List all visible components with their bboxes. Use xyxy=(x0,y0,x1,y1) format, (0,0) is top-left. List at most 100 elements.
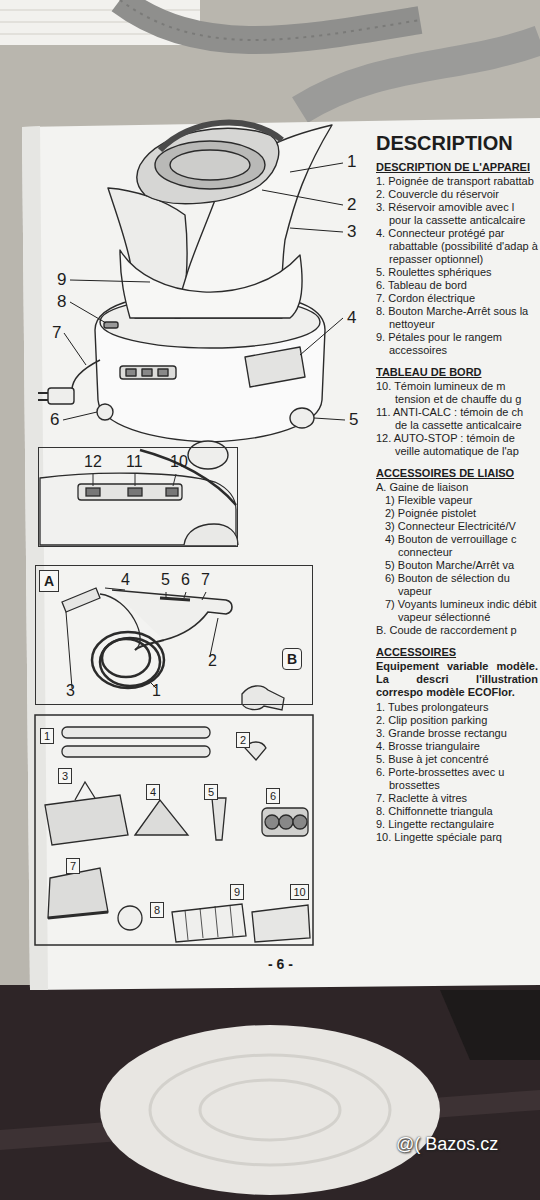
callout-number: 8 xyxy=(57,293,66,311)
legend-item: 3) Connecteur Electricité/V xyxy=(376,520,538,533)
accessories-panel xyxy=(35,715,313,945)
dashboard-detail-part xyxy=(86,488,100,496)
callout-number: 1 xyxy=(44,730,50,742)
legend-item: 1. Poignée de transport rabattab xyxy=(376,175,538,188)
legend-item: 1) Flexible vapeur xyxy=(376,494,538,507)
hose-detail xyxy=(62,588,284,710)
page-title: DESCRIPTION xyxy=(376,131,538,155)
figure-panel: 121110 xyxy=(38,447,238,547)
leader-lines-part xyxy=(70,280,150,282)
steam-cleaner-drawing-part xyxy=(142,369,152,376)
note-paragraph: Equipement variable modèle. La descri l'… xyxy=(376,660,538,699)
steam-cleaner-drawing-part xyxy=(290,408,314,428)
background-part xyxy=(120,0,420,40)
steam-cleaner-drawing-part xyxy=(97,404,113,420)
legend-item: 5. Roulettes sphériques xyxy=(376,266,538,279)
legend-item: 7) Voyants lumineux indic débit vapeur s… xyxy=(376,598,538,624)
accessories-panel-part xyxy=(35,715,313,945)
leader-lines-part xyxy=(314,418,345,420)
leader-lines-part xyxy=(290,228,343,232)
dashboard-detail xyxy=(40,450,238,545)
steam-cleaner-drawing-part xyxy=(137,128,279,203)
legend-item: 1. Tubes prolongateurs xyxy=(376,701,538,714)
steam-cleaner-drawing-part xyxy=(245,347,305,387)
legend-item: 4. Brosse triangulaire xyxy=(376,740,538,753)
steam-cleaner-drawing-part xyxy=(104,322,118,328)
leader-lines-part xyxy=(64,333,86,365)
callout-number: 10 xyxy=(293,886,305,898)
callout-number: B xyxy=(287,651,297,667)
accessory-number-box: 8 xyxy=(150,902,164,918)
steam-cleaner-drawing-part xyxy=(155,141,265,189)
section-heading: ACCESSOIRES DE LIAISO xyxy=(376,467,538,480)
page-number: - 6 - xyxy=(268,956,293,972)
accessory-number-box: 4 xyxy=(146,784,160,800)
legend-item: 6. Porte-brossettes avec u brossettes xyxy=(376,766,538,792)
hose-detail-part xyxy=(112,590,232,640)
accessories-panel-part xyxy=(118,906,142,930)
callout-number: 3 xyxy=(62,770,68,782)
accessories-panel-part xyxy=(212,798,226,840)
leader-lines-part xyxy=(70,302,106,323)
callout-number: 1 xyxy=(152,682,161,700)
legend-item: 7. Cordon électrique xyxy=(376,292,538,305)
hose-detail-part xyxy=(135,640,164,650)
legend-item: 7. Raclette à vitres xyxy=(376,792,538,805)
section-heading: ACCESSOIRES xyxy=(376,646,538,659)
callout-number: A xyxy=(44,573,54,589)
dashboard-detail-part xyxy=(78,484,182,500)
section-heading: DESCRIPTION DE L'APPAREI xyxy=(376,161,538,174)
legend-item: 5. Buse à jet concentré xyxy=(376,753,538,766)
steam-cleaner-drawing-part xyxy=(188,441,228,469)
steam-cleaner-drawing-part xyxy=(38,393,48,400)
figure-panel: AB4567231 xyxy=(35,565,313,705)
legend-item: 6) Bouton de sélection du vapeur xyxy=(376,572,538,598)
callout-number: 5 xyxy=(161,571,170,589)
legend-item: 12. AUTO-STOP : témoin de veille automat… xyxy=(376,432,538,458)
legend-item: 4. Connecteur protégé par rabattable (po… xyxy=(376,227,538,266)
hose-detail-part xyxy=(242,686,284,710)
steam-cleaner-drawing-part xyxy=(126,369,136,376)
callout-number: 1 xyxy=(347,153,356,171)
legend-item: 3. Réservoir amovible avec l pour la cas… xyxy=(376,201,538,227)
watermark: @( Bazos.cz xyxy=(396,1134,498,1155)
legend-item: 2. Couvercle du réservoir xyxy=(376,188,538,201)
leader-lines-part xyxy=(262,190,343,205)
callout-number: 5 xyxy=(349,411,358,429)
callout-number: 9 xyxy=(234,886,240,898)
background-part xyxy=(100,1025,440,1195)
callout-number: 2 xyxy=(240,734,246,746)
steam-cleaner-drawing-part xyxy=(170,150,250,180)
legend-item: 2) Poignée pistolet xyxy=(376,507,538,520)
hose-detail-part xyxy=(62,588,100,612)
hose-detail-part xyxy=(66,588,218,688)
callout-number: 3 xyxy=(66,682,75,700)
accessories-panel-part xyxy=(185,905,233,940)
legend-item: 10. Témoin lumineux de m tension et de c… xyxy=(376,380,538,406)
callout-number: 7 xyxy=(52,324,61,342)
paper-page-part xyxy=(22,118,540,990)
accessories-panel-part xyxy=(75,782,95,800)
callout-number: 4 xyxy=(347,309,356,327)
legend-item: 6. Tableau de bord xyxy=(376,279,538,292)
legend-item: 2. Clip position parking xyxy=(376,714,538,727)
steam-cleaner-drawing xyxy=(38,123,332,469)
steam-cleaner-drawing-part xyxy=(160,123,282,150)
accessories-panel-part xyxy=(279,815,293,829)
dashboard-detail-part xyxy=(166,488,178,496)
text-column: DESCRIPTION DESCRIPTION DE L'APPAREI1. Po… xyxy=(376,131,538,844)
accessory-number-box: 1 xyxy=(40,728,54,744)
callout-number: 3 xyxy=(347,223,356,241)
accessory-number-box: 2 xyxy=(236,732,250,748)
callout-number: 11 xyxy=(126,453,143,471)
background-part xyxy=(150,1055,390,1165)
callout-number: 10 xyxy=(170,453,188,471)
callout-number: 4 xyxy=(121,571,130,589)
callout-number: 7 xyxy=(70,860,76,872)
accessories-panel-part xyxy=(48,912,108,918)
leader-lines-part xyxy=(300,318,343,355)
accessory-number-box: 5 xyxy=(204,784,218,800)
legend-item: A. Gaine de liaison xyxy=(376,481,538,494)
